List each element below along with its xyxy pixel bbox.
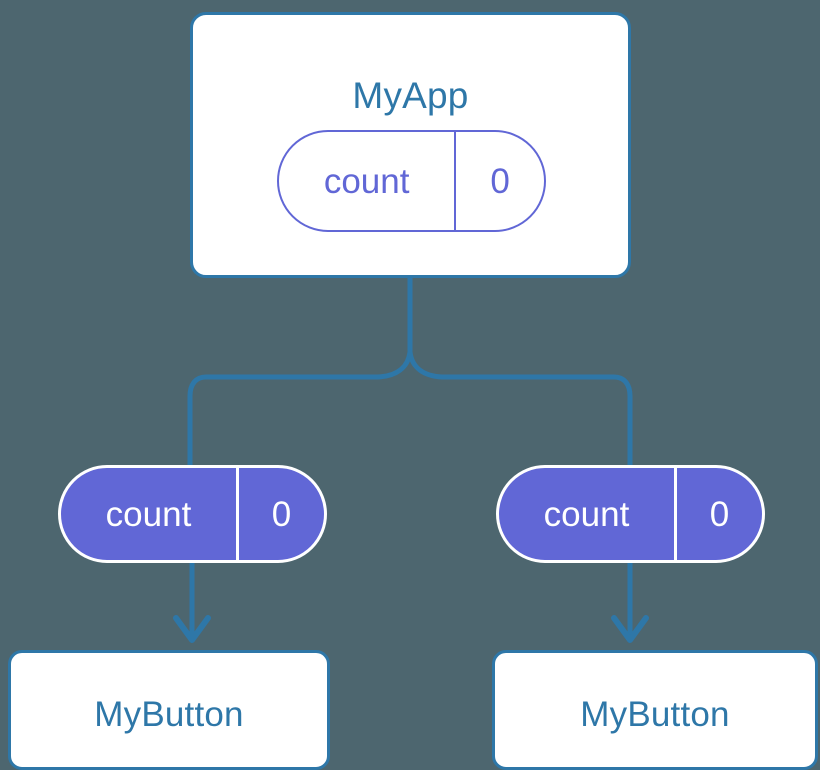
- edge-fork-to-right-pill: [407, 349, 633, 469]
- state-pill-key: count: [323, 161, 410, 201]
- edge-fork-to-left-pill: [187, 349, 413, 469]
- component-card-mybutton-right[interactable]: MyButton: [492, 650, 818, 770]
- prop-pill-left-count[interactable]: count 0: [58, 465, 327, 563]
- arrowhead-right-icon: [611, 615, 649, 643]
- prop-pill-key: count: [543, 494, 630, 534]
- arrowhead-left-icon: [173, 615, 211, 643]
- component-label-mybutton-left: MyButton: [94, 695, 244, 734]
- prop-pill-key: count: [105, 494, 192, 534]
- state-pill-value: 0: [454, 132, 544, 230]
- prop-pill-value: 0: [673, 468, 762, 560]
- state-pill-myapp-count[interactable]: count 0: [277, 130, 546, 232]
- prop-pill-right-count[interactable]: count 0: [496, 465, 765, 563]
- component-card-mybutton-left[interactable]: MyButton: [8, 650, 330, 770]
- component-label-myapp: MyApp: [352, 75, 469, 116]
- prop-pill-value: 0: [235, 468, 324, 560]
- component-label-mybutton-right: MyButton: [580, 695, 730, 734]
